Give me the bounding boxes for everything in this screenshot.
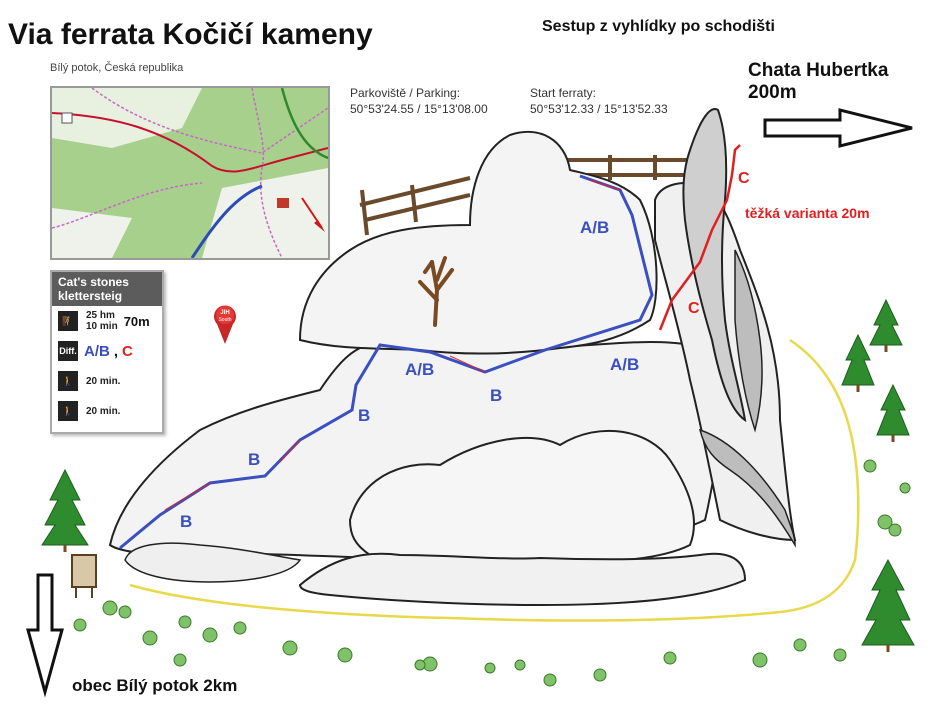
hard-variant-note: těžká varianta 20m [745, 205, 870, 221]
length-extra: 70m [123, 313, 150, 329]
card-row-difficulty: Diff. A/B , C [52, 336, 162, 366]
parking-info: Parkoviště / Parking: 50°53'24.55 / 15°1… [350, 85, 488, 117]
card-row-return: 🚶 20 min. [52, 396, 162, 426]
sign-post [71, 554, 97, 598]
yellow-trail [129, 338, 860, 622]
route-label-b3: B [358, 406, 371, 425]
difficulty-ab: A/B [84, 342, 110, 360]
hiker-return-icon: 🚶 [58, 401, 78, 421]
railing [359, 155, 690, 236]
route-label-b2: B [248, 450, 261, 469]
route-label-b4: B [490, 386, 503, 405]
climber-icon: 🧗 [58, 311, 78, 331]
arrow-right-icon [763, 108, 913, 148]
route-label-ab1: A/B [405, 360, 435, 379]
route-info-card: Cat's stones klettersteig 🧗 25 hm 10 min… [50, 270, 164, 434]
route-red-overlay [164, 179, 621, 511]
village-note: obec Bílý potok 2km [72, 676, 238, 695]
map-pin-icon: JIH South [210, 300, 240, 344]
difficulty-separator: , [113, 342, 119, 360]
grass [73, 459, 911, 687]
pin-label: JIH [220, 310, 229, 316]
card-row-approach: 🚶 20 min. [52, 366, 162, 396]
svg-text:South: South [218, 317, 231, 323]
map-inset [50, 86, 330, 260]
route-red [658, 144, 741, 331]
hut-distance: 200m [748, 82, 797, 103]
descent-note: Sestup z vyhlídky po schodišti [542, 18, 775, 35]
location-subtitle: Bílý potok, Česká republika [50, 62, 184, 74]
map-inset-drawing [52, 88, 328, 258]
return-time: 20 min. [86, 405, 121, 417]
approach-time: 20 min. [86, 375, 121, 387]
dead-tree [418, 256, 454, 327]
trees [41, 298, 915, 646]
length-min: 10 min [86, 321, 118, 332]
parking-coords: 50°53'24.55 / 15°13'08.00 [350, 102, 488, 116]
start-info: Start ferraty: 50°53'12.33 / 15°13'52.33 [530, 85, 668, 117]
card-row-length: 🧗 25 hm 10 min 70m [52, 306, 162, 336]
difficulty-c: C [122, 342, 133, 360]
hiker-icon: 🚶 [58, 371, 78, 391]
start-coords: 50°53'12.33 / 15°13'52.33 [530, 102, 668, 116]
route-label-ab2: A/B [610, 355, 640, 374]
length-hm: 25 hm [86, 310, 115, 321]
difficulty-icon: Diff. [58, 341, 78, 361]
route-label-ab3: A/B [580, 218, 610, 237]
arrow-down-icon [26, 573, 64, 698]
route-label-c1: C [738, 170, 750, 187]
route-label-b1: B [180, 512, 193, 531]
route-label-c2: C [688, 300, 700, 317]
page-title: Via ferrata Kočičí kameny [8, 18, 373, 51]
route-blue [119, 174, 654, 550]
parking-label: Parkoviště / Parking: [350, 86, 461, 100]
hut-name: Chata Hubertka [748, 60, 889, 81]
hut-info: Chata Hubertka 200m [748, 60, 888, 104]
card-header: Cat's stones klettersteig [52, 272, 162, 306]
start-label: Start ferraty: [530, 86, 597, 100]
